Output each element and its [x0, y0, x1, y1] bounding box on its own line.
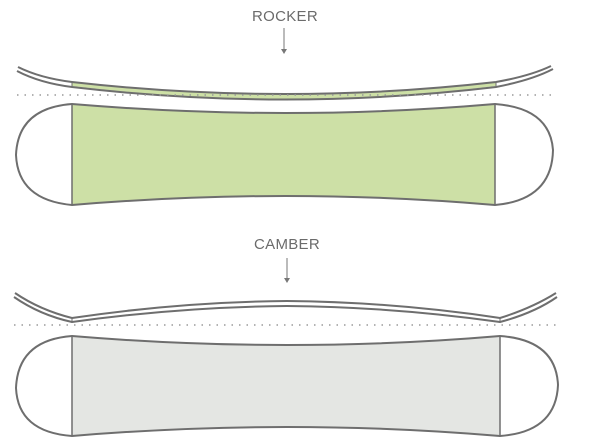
camber-arrow-icon — [284, 258, 290, 283]
camber-label: CAMBER — [254, 236, 320, 253]
rocker-side-profile — [16, 65, 554, 101]
rocker-base-view — [14, 102, 555, 207]
rocker-label: ROCKER — [252, 8, 318, 25]
rocker-arrow-icon — [281, 28, 287, 54]
camber-side-profile — [13, 292, 558, 324]
camber-base-view — [14, 334, 560, 438]
